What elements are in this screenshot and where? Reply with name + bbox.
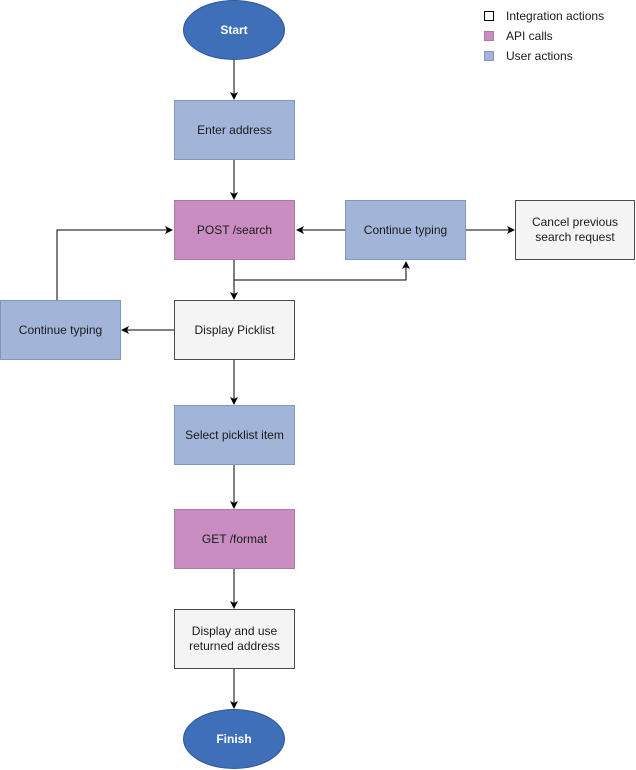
- continue-typing-right-node: Continue typing: [345, 200, 466, 260]
- select-picklist-item-node: Select picklist item: [174, 405, 295, 465]
- post-search-node: POST /search: [174, 200, 295, 260]
- edge-continue-typing-to-post-search-loop: [56, 226, 173, 300]
- user-swatch: [484, 51, 494, 61]
- legend-item-integration: Integration actions: [484, 6, 604, 26]
- legend-item-user: User actions: [484, 46, 604, 66]
- cancel-request-node: Cancel previous search request: [515, 200, 635, 260]
- enter-address-node: Enter address: [174, 100, 295, 160]
- legend-label-api: API calls: [506, 29, 553, 43]
- legend-label-user: User actions: [506, 49, 573, 63]
- continue-typing-left-node: Continue typing: [0, 300, 121, 360]
- edge-post-search-to-continue-typing: [234, 261, 410, 281]
- get-format-node: GET /format: [174, 509, 295, 569]
- start-node: Start: [183, 0, 285, 60]
- finish-node: Finish: [183, 709, 285, 769]
- integration-swatch: [484, 11, 494, 21]
- legend: Integration actions API calls User actio…: [484, 6, 604, 66]
- legend-item-api: API calls: [484, 26, 604, 46]
- api-swatch: [484, 31, 494, 41]
- display-use-address-node: Display and use returned address: [174, 609, 295, 669]
- display-picklist-node: Display Picklist: [174, 300, 295, 360]
- legend-label-integration: Integration actions: [506, 9, 605, 23]
